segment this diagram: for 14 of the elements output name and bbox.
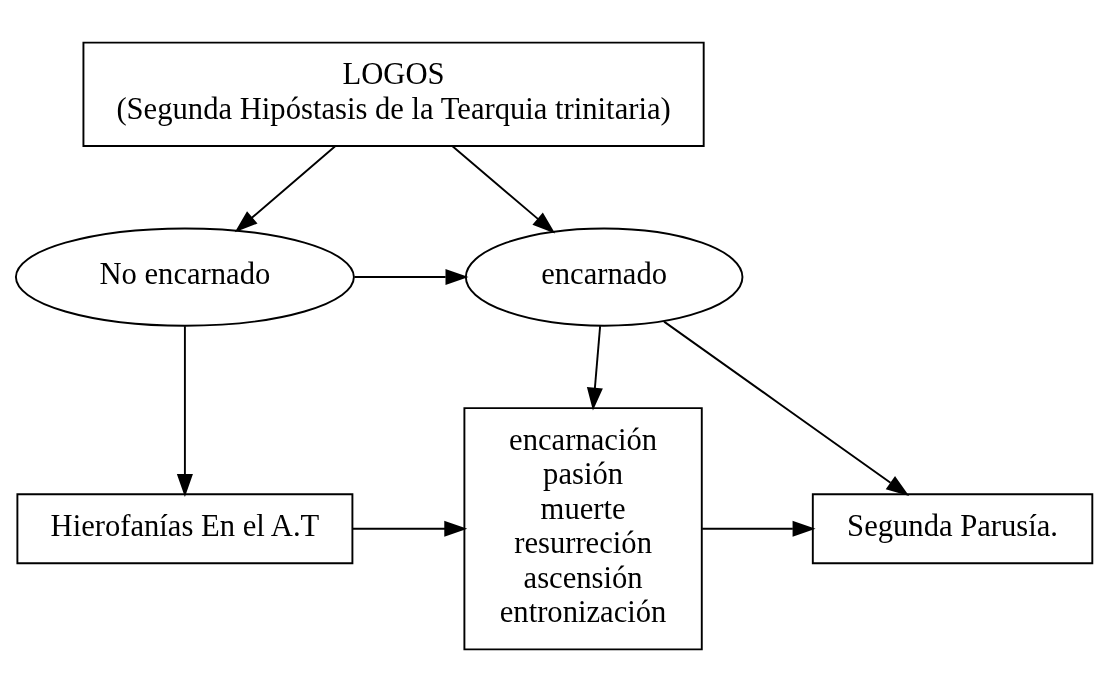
arrow xyxy=(451,144,556,234)
arrow xyxy=(663,320,910,496)
arrow xyxy=(586,324,603,411)
node-ellipse: encarnado xyxy=(464,226,744,327)
arrow xyxy=(234,144,337,232)
arrow xyxy=(701,520,816,537)
node-box: LOGOS (Segunda Hipóstasis de la Tearquia trinitaria) xyxy=(82,41,705,147)
node-box: encarnación pasión muerte resurreción ascensión entronización xyxy=(463,406,703,650)
node-ellipse: No encarnado xyxy=(14,226,355,327)
node-box: Segunda Parusía. xyxy=(811,492,1094,564)
arrow xyxy=(176,324,193,497)
node-box: Hierofanías En el A.T xyxy=(16,492,354,564)
arrow xyxy=(351,520,468,537)
arrow xyxy=(353,268,469,285)
